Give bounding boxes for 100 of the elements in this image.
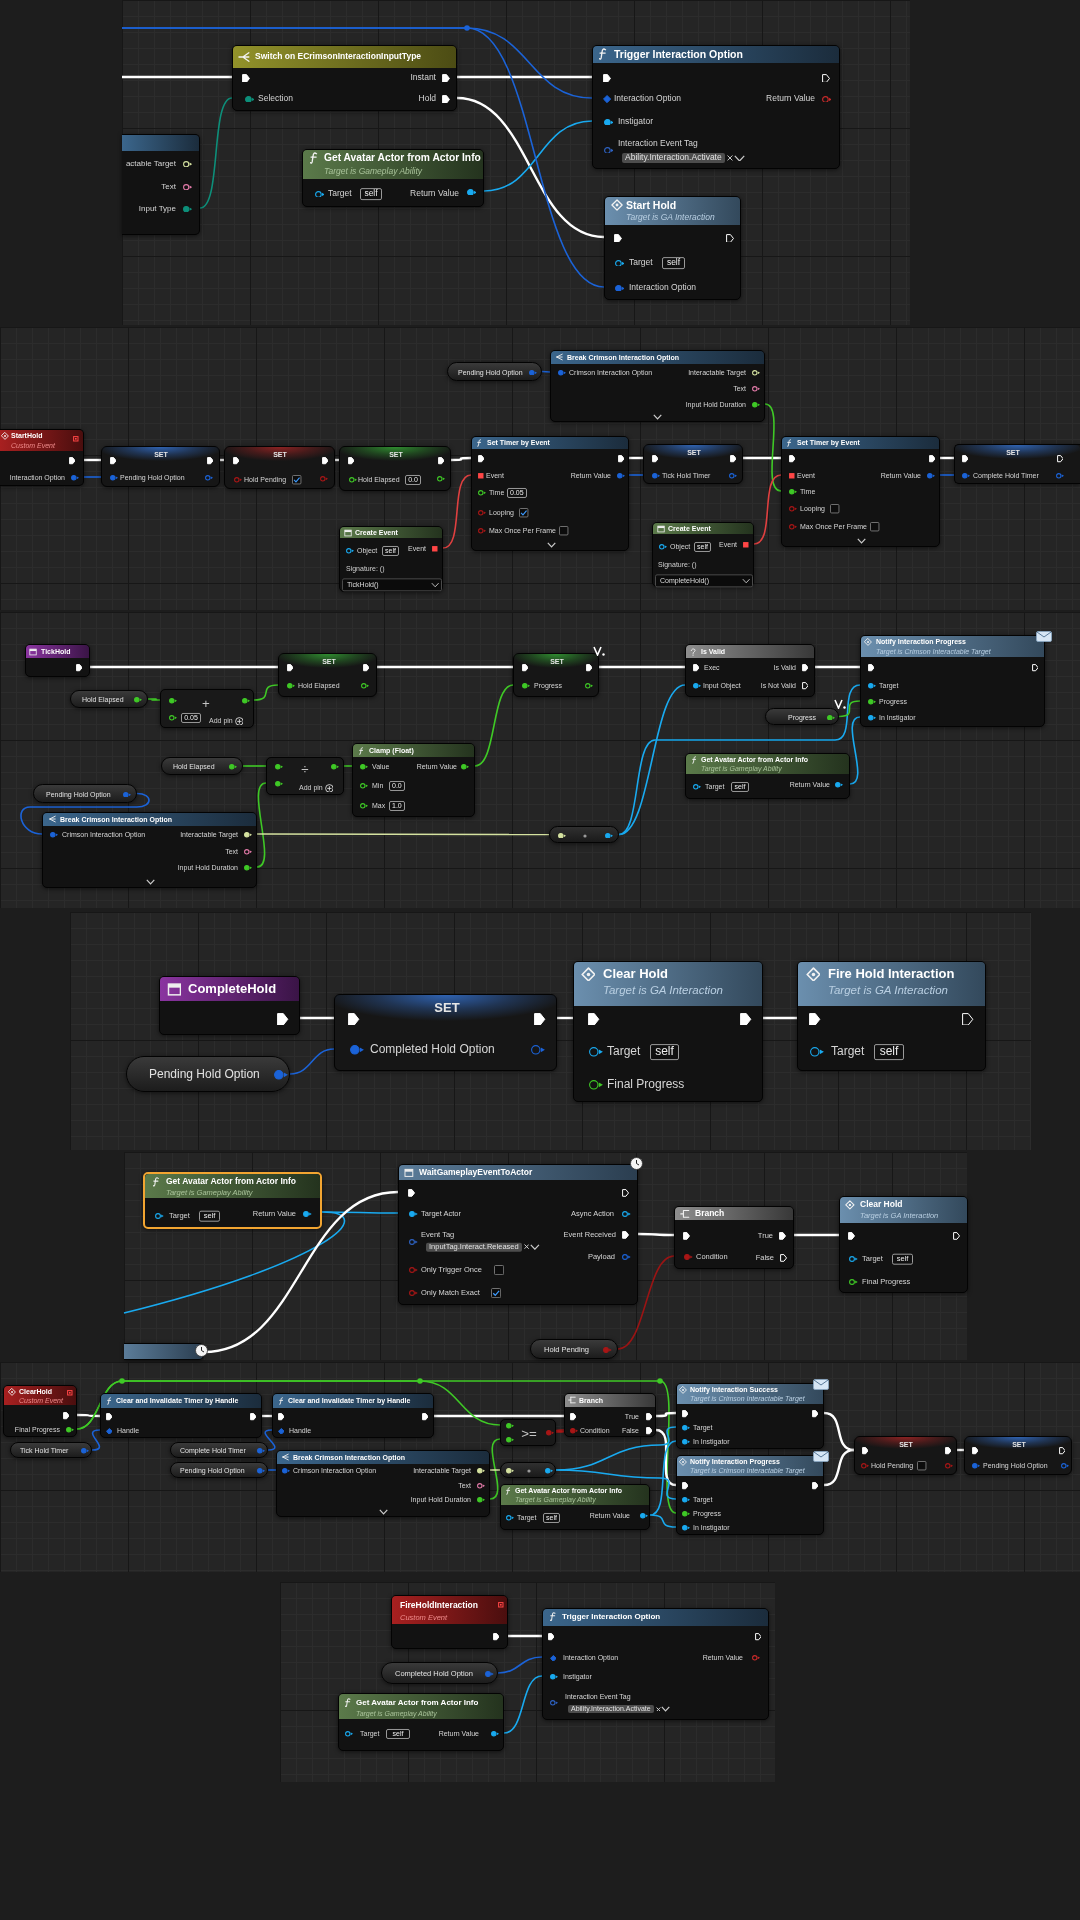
variable-node — [161, 757, 243, 775]
function-node — [676, 1383, 824, 1449]
variable-node — [170, 1442, 268, 1458]
wire — [91, 1429, 101, 1451]
set-node — [101, 446, 220, 487]
wire — [267, 1469, 277, 1471]
function-node — [276, 1450, 490, 1517]
value-field: self — [874, 1044, 904, 1060]
wire — [763, 1016, 797, 1020]
node-title: Trigger Interaction Option — [562, 1612, 661, 1622]
function-node — [781, 436, 940, 547]
node-title: Fire Hold Interaction — [828, 966, 955, 982]
pin-label: Interaction Option — [629, 283, 697, 293]
wire — [289, 1048, 335, 1075]
wire — [628, 474, 644, 476]
function-node — [685, 644, 815, 697]
wire — [77, 1413, 100, 1418]
set-node — [339, 446, 451, 491]
operator-symbol: + — [202, 696, 210, 712]
function-node — [573, 961, 763, 1102]
function-node — [398, 1164, 638, 1305]
function-node — [100, 1393, 262, 1438]
value-field: self — [360, 188, 382, 200]
wire — [123, 1211, 346, 1314]
wire — [753, 474, 782, 545]
set-node — [643, 444, 743, 484]
wire — [489, 1438, 501, 1500]
event-node — [391, 1595, 508, 1649]
set-node — [964, 1436, 1072, 1475]
node-title: Get Avatar Actor from Actor Info — [166, 1177, 297, 1187]
function-node — [471, 436, 629, 551]
function-node — [652, 522, 754, 587]
wire — [434, 1414, 564, 1418]
wire — [264, 1429, 276, 1451]
math-node — [500, 1419, 556, 1446]
math-node — [266, 757, 344, 795]
clipped-node — [124, 1343, 204, 1360]
set-node — [278, 653, 377, 697]
switch-node — [232, 45, 457, 111]
variable-node — [170, 1462, 268, 1478]
event-node — [0, 429, 84, 486]
wire — [474, 684, 514, 767]
pin-label: Input Type — [138, 204, 176, 214]
wire — [83, 476, 102, 478]
wire — [541, 370, 551, 373]
node-title: SET — [434, 1000, 460, 1016]
variable-node — [70, 690, 148, 708]
set-node — [334, 994, 557, 1071]
math-node — [160, 689, 254, 728]
variable-node — [530, 1339, 618, 1359]
node-title: FireHoldInteraction — [400, 1601, 478, 1611]
conversion-node — [500, 1462, 556, 1478]
function-node — [302, 149, 484, 207]
variable-node — [447, 362, 542, 381]
wire — [838, 700, 861, 718]
wire — [121, 27, 605, 288]
function-node — [542, 1608, 769, 1720]
wire — [599, 665, 685, 669]
pin-label: Interaction Option — [614, 94, 682, 104]
pin-label: Instant — [410, 73, 436, 83]
operator-symbol: ÷ — [301, 762, 309, 778]
wire — [743, 456, 781, 460]
wire — [377, 665, 513, 669]
event-node — [159, 976, 300, 1035]
pin-label: Target — [607, 1045, 641, 1059]
value-field: self — [662, 257, 685, 269]
wire — [343, 765, 353, 767]
wire — [655, 1428, 677, 1487]
wire — [483, 120, 593, 192]
set-node — [513, 653, 599, 697]
wire — [649, 1514, 677, 1528]
wire — [794, 1233, 839, 1237]
pin-label: Return Value — [410, 189, 459, 199]
node-title: Start Hold — [626, 198, 677, 212]
pin-label: Hold — [418, 94, 436, 104]
node-title: Get Avatar Actor from Actor Info — [356, 1698, 479, 1708]
wire — [508, 1634, 542, 1638]
wire — [147, 698, 161, 701]
pin-label: Completed Hold Option — [370, 1043, 495, 1057]
wire — [555, 1429, 565, 1433]
wire — [497, 1656, 543, 1674]
variable-name: Pending Hold Option — [149, 1068, 260, 1082]
function-node — [500, 1484, 650, 1530]
variable-node — [10, 1442, 92, 1458]
branch-node — [674, 1206, 794, 1269]
wire — [618, 684, 861, 836]
pin-label: Instigator — [618, 117, 653, 127]
node-title: Branch — [695, 1209, 725, 1219]
wire — [300, 1016, 334, 1020]
node-title: Trigger Interaction Option — [614, 47, 743, 61]
function-node — [42, 812, 257, 888]
node-title: Clear Hold — [860, 1200, 903, 1210]
wire — [451, 456, 471, 462]
pin-label: Selection — [258, 94, 293, 104]
function-node — [592, 45, 840, 169]
wire — [849, 716, 861, 785]
node-subtitle: Target is GA Interaction — [603, 984, 723, 998]
wire — [253, 684, 279, 701]
wire — [555, 1469, 677, 1500]
set-node — [854, 1436, 957, 1475]
